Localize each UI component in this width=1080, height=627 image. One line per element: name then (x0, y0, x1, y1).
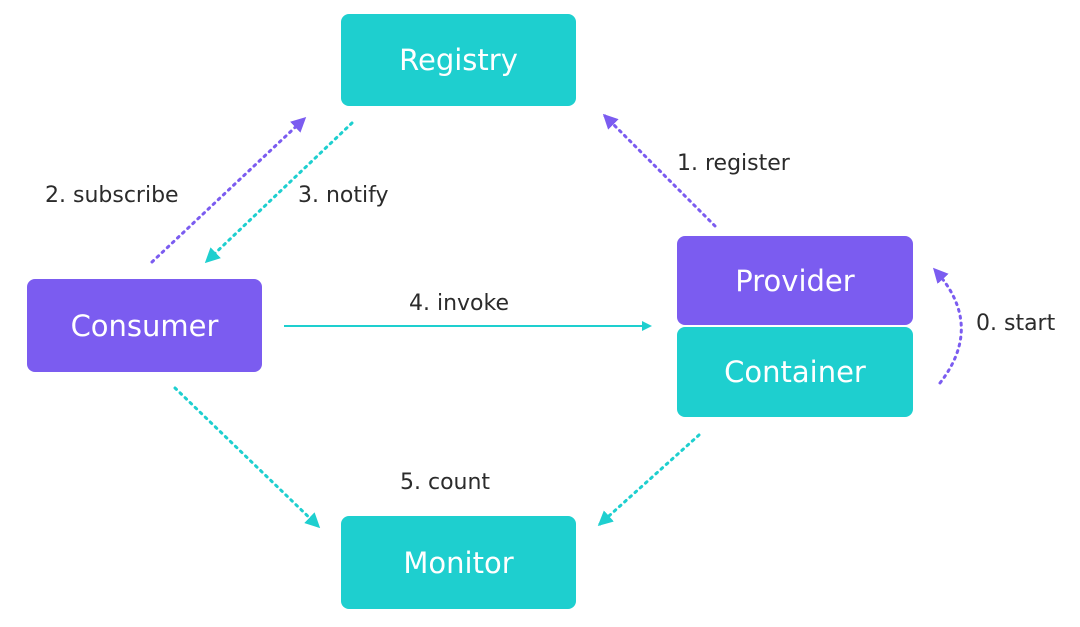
edge-notify-label: 3. notify (298, 183, 389, 208)
edge-start-label: 0. start (976, 311, 1056, 336)
registry-label: Registry (399, 43, 518, 77)
edge-subscribe-label: 2. subscribe (45, 183, 179, 208)
container-node: Container (677, 327, 913, 417)
provider-node: Provider (677, 236, 913, 325)
edge-register-label: 1. register (677, 151, 790, 176)
edge-count-consumer-arrow (173, 386, 321, 529)
consumer-label: Consumer (70, 308, 219, 343)
edge-count-container-arrow (597, 433, 701, 527)
edge-start-arrow (932, 267, 963, 385)
edge-invoke-label: 4. invoke (409, 291, 510, 316)
edge-subscribe-arrow (150, 116, 307, 264)
monitor-node: Monitor (341, 516, 576, 609)
edge-register-arrow (602, 113, 717, 228)
edge-notify-arrow (204, 121, 354, 264)
edge-count-label: 5. count (400, 470, 491, 495)
provider-label: Provider (735, 263, 855, 298)
registry-node: Registry (341, 14, 576, 106)
container-label: Container (724, 355, 866, 389)
consumer-node: Consumer (27, 279, 262, 372)
monitor-label: Monitor (403, 545, 514, 580)
